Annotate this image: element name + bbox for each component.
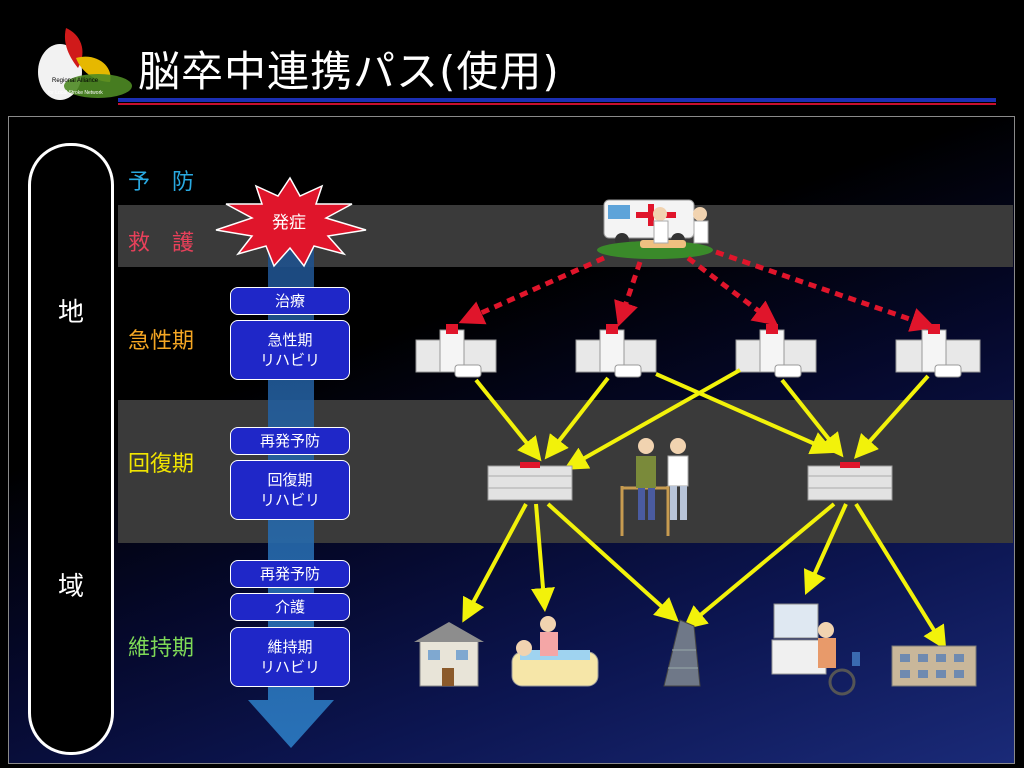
- region-char-bottom: 域: [57, 572, 84, 602]
- hospital-icon: [415, 324, 497, 378]
- stage-label-acute: 急性期: [128, 329, 195, 354]
- pill-label: リハビリ: [259, 658, 320, 676]
- pill-label: リハビリ: [259, 351, 320, 369]
- hospital-icon: [575, 324, 657, 378]
- pill-maint-prevent: 再発予防: [230, 560, 350, 588]
- pill-label: リハビリ: [259, 491, 320, 509]
- pill-label: 再発予防: [259, 565, 320, 583]
- stage-label-rescue: 救 護: [128, 231, 195, 256]
- svg-text:for Local Stroke Network: for Local Stroke Network: [48, 90, 103, 96]
- pill-recovery-rehab: 回復期 リハビリ: [230, 460, 350, 520]
- pill-label: 急性期: [267, 331, 313, 349]
- apartment-icon: [891, 645, 977, 687]
- pill-maint-care: 介護: [230, 593, 350, 621]
- home-icon: [414, 622, 484, 687]
- rehab-hospital-icon: [487, 462, 573, 501]
- stage-label-recovery: 回復期: [128, 452, 195, 477]
- pill-maint-rehab: 維持期 リハビリ: [230, 627, 350, 687]
- onset-label: 発症: [272, 213, 306, 233]
- rehab-hospital-icon: [807, 462, 893, 501]
- region-char-top: 地: [57, 298, 84, 328]
- pill-acute-rehab: 急性期 リハビリ: [230, 320, 350, 380]
- pill-label: 再発予防: [259, 432, 320, 450]
- pill-label: 維持期: [267, 638, 313, 656]
- pill-label: 回復期: [267, 471, 313, 489]
- bath-care-icon: [511, 616, 599, 687]
- tower-facility-icon: [663, 619, 701, 687]
- title-rule-red: [118, 103, 996, 105]
- stage-label-prevention: 予 防: [128, 170, 195, 195]
- pill-label: 介護: [274, 598, 305, 616]
- svg-text:Regional Alliance: Regional Alliance: [52, 78, 99, 84]
- region-bar: 地 域: [28, 143, 114, 755]
- nursing-care-icon: [771, 603, 860, 696]
- title-rule-blue: [118, 98, 996, 102]
- page-title: 脳卒中連携パス(使用): [138, 47, 560, 96]
- stage-label-maintenance: 維持期: [128, 636, 195, 661]
- pill-recovery-prevent: 再発予防: [230, 427, 350, 455]
- pill-acute-treatment: 治療: [230, 287, 350, 315]
- ambulance-scene-icon: [597, 199, 713, 259]
- walking-rehab-icon: [620, 438, 689, 536]
- onset-burst-icon: [215, 176, 367, 268]
- logo-icon: Regional Alliance for Local Stroke Netwo…: [38, 28, 132, 100]
- pill-label: 治療: [274, 292, 305, 310]
- hospital-icon: [735, 324, 817, 378]
- hospital-icon: [895, 324, 981, 378]
